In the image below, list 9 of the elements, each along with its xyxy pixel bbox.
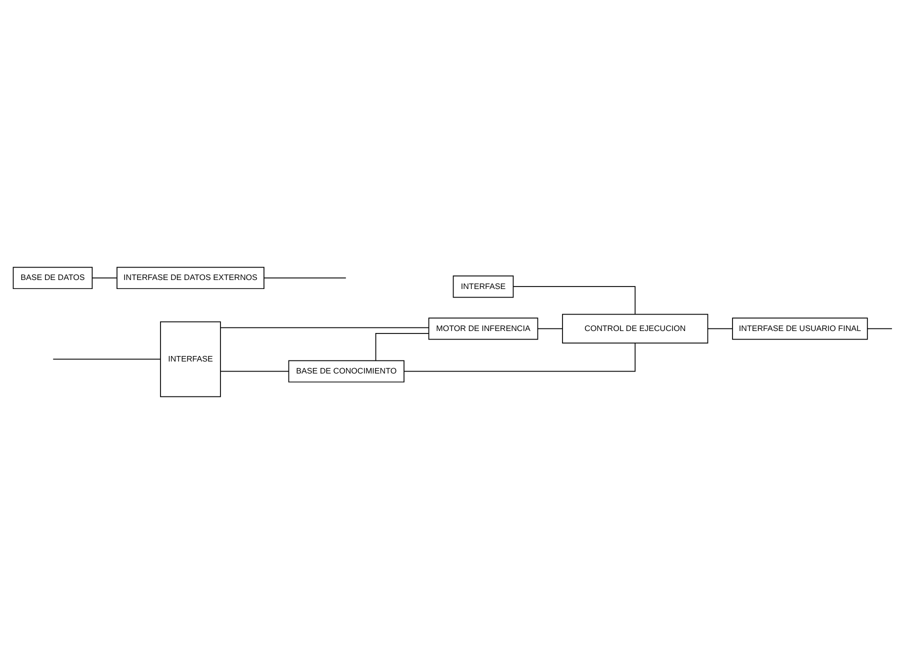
connector <box>220 327 430 328</box>
connector <box>375 333 430 362</box>
connector <box>52 358 161 360</box>
connector <box>707 328 733 330</box>
connector <box>867 328 892 330</box>
connector <box>220 370 290 372</box>
connector <box>537 328 563 330</box>
connector <box>512 286 636 315</box>
connector <box>404 342 636 372</box>
